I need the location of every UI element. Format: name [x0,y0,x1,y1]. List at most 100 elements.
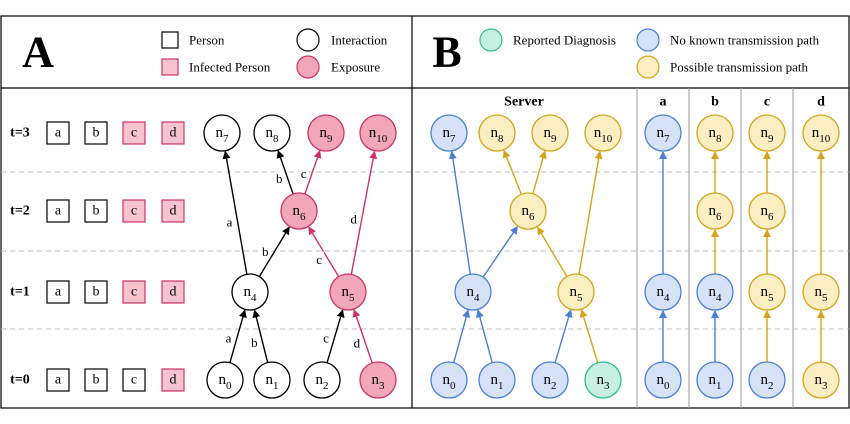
server-edge [554,309,573,363]
server-node [478,361,516,399]
edge-label: c [316,252,322,267]
interaction-edge [276,150,294,195]
legend-label: Person [189,33,225,48]
person-label: a [55,126,62,141]
legend-label: Infected Person [189,60,271,75]
interaction-edge [304,150,322,195]
interaction-node [303,361,341,399]
outer-border [0,15,850,409]
column-header: d [817,95,825,110]
person-label: a [55,204,62,219]
server-edge [579,309,599,363]
legend-circle-marker [636,55,660,79]
server-edge [502,149,523,195]
person-label: d [170,204,177,219]
interaction-edge [222,150,248,275]
node-label: n6 [761,203,775,223]
person-square [84,121,108,145]
person-label: c [131,126,137,141]
server-edge [532,150,547,194]
server-node [557,273,595,311]
node-label: n6 [293,203,307,223]
time-label: t=1 [10,285,30,300]
interaction-edge [258,226,290,277]
column-header: c [764,95,770,110]
edges [222,149,825,364]
legend-square-marker [161,31,179,49]
chain-node [748,361,786,399]
edge-label-bg [298,165,309,181]
edge-label-bg [249,334,260,350]
edge-label-bg [321,330,332,346]
panel-frames [0,15,850,409]
node-label: n8 [266,125,280,145]
chain-node [802,114,840,152]
legend-circle-marker [296,55,320,79]
person-label: c [131,373,137,388]
node-label: n10 [369,125,388,145]
node-label: n1 [491,372,504,392]
edge-label: b [262,244,269,259]
exposure-node [280,192,318,230]
node-label: n9 [320,125,334,145]
server-edge [537,226,568,277]
edge-label: a [226,331,232,346]
chain-node [696,361,734,399]
legend-square-marker [161,58,179,76]
server-node [531,361,569,399]
nodes [46,28,840,399]
interaction-node [253,361,291,399]
server-edge [475,309,493,363]
server-edge [448,150,472,275]
column-header: a [660,95,667,110]
legend-circle-marker [479,28,503,52]
legend-circle-marker [636,28,660,52]
person-label: b [93,373,100,388]
node-label: n5 [570,284,584,304]
chain-node [696,192,734,230]
edge-label-bg [260,243,271,259]
server-node [531,114,569,152]
interaction-node [253,114,291,152]
server-node [584,361,622,399]
node-label: n6 [522,203,536,223]
server-node [509,192,547,230]
edge-label-bg [223,330,234,346]
node-label: n3 [597,372,611,392]
node-label: n8 [491,125,505,145]
edge-label: c [301,166,307,181]
chain-node [644,361,682,399]
legend-label: Reported Diagnosis [513,33,616,48]
node-label: n0 [657,372,671,392]
time-gridlines [1,171,849,330]
person-label: c [131,204,137,219]
interaction-node [203,114,241,152]
panel-b-letter: B [432,28,461,77]
edge-label: d [354,335,361,350]
person-label: b [93,126,100,141]
chain-node [748,192,786,230]
person-square [46,121,70,145]
server-node [584,114,622,152]
interaction-edge [326,309,345,363]
legend-label: No known transmission path [670,33,820,48]
node-label: n0 [219,372,233,392]
interaction-edge [252,309,269,363]
node-label: n7 [216,125,230,145]
node-label: n10 [812,125,831,145]
chain-node [748,273,786,311]
edge-label-bg [351,334,362,350]
person-square [46,199,70,223]
interaction-edge [350,150,378,275]
person-square [46,368,70,392]
node-label: n5 [815,284,829,304]
person-square [122,368,146,392]
node-label: n7 [657,125,671,145]
exposure-node [307,114,345,152]
chain-node [802,273,840,311]
person-label: c [131,285,137,300]
edge-label: c [323,331,329,346]
person-label: a [55,373,62,388]
legend-label: Exposure [331,60,380,75]
